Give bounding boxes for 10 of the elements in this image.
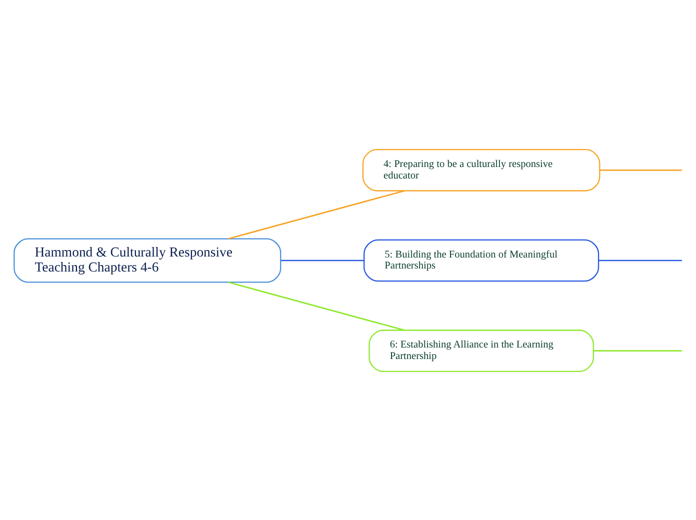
connector xyxy=(599,168,682,170)
connector xyxy=(228,281,404,330)
connector xyxy=(228,190,404,239)
node-box: 4: Preparing to be a culturally responsive educator xyxy=(362,148,600,191)
connector xyxy=(593,350,682,352)
connector xyxy=(280,259,364,261)
node-box: 6: Establishing Alliance in the Learning Partnership xyxy=(368,329,594,372)
connector xyxy=(598,259,682,261)
node-box: 5: Building the Foundation of Meaningful Partnerships xyxy=(363,238,599,282)
node-box: Hammond & Culturally Responsive Teaching Chapters 4-6 xyxy=(13,238,281,282)
